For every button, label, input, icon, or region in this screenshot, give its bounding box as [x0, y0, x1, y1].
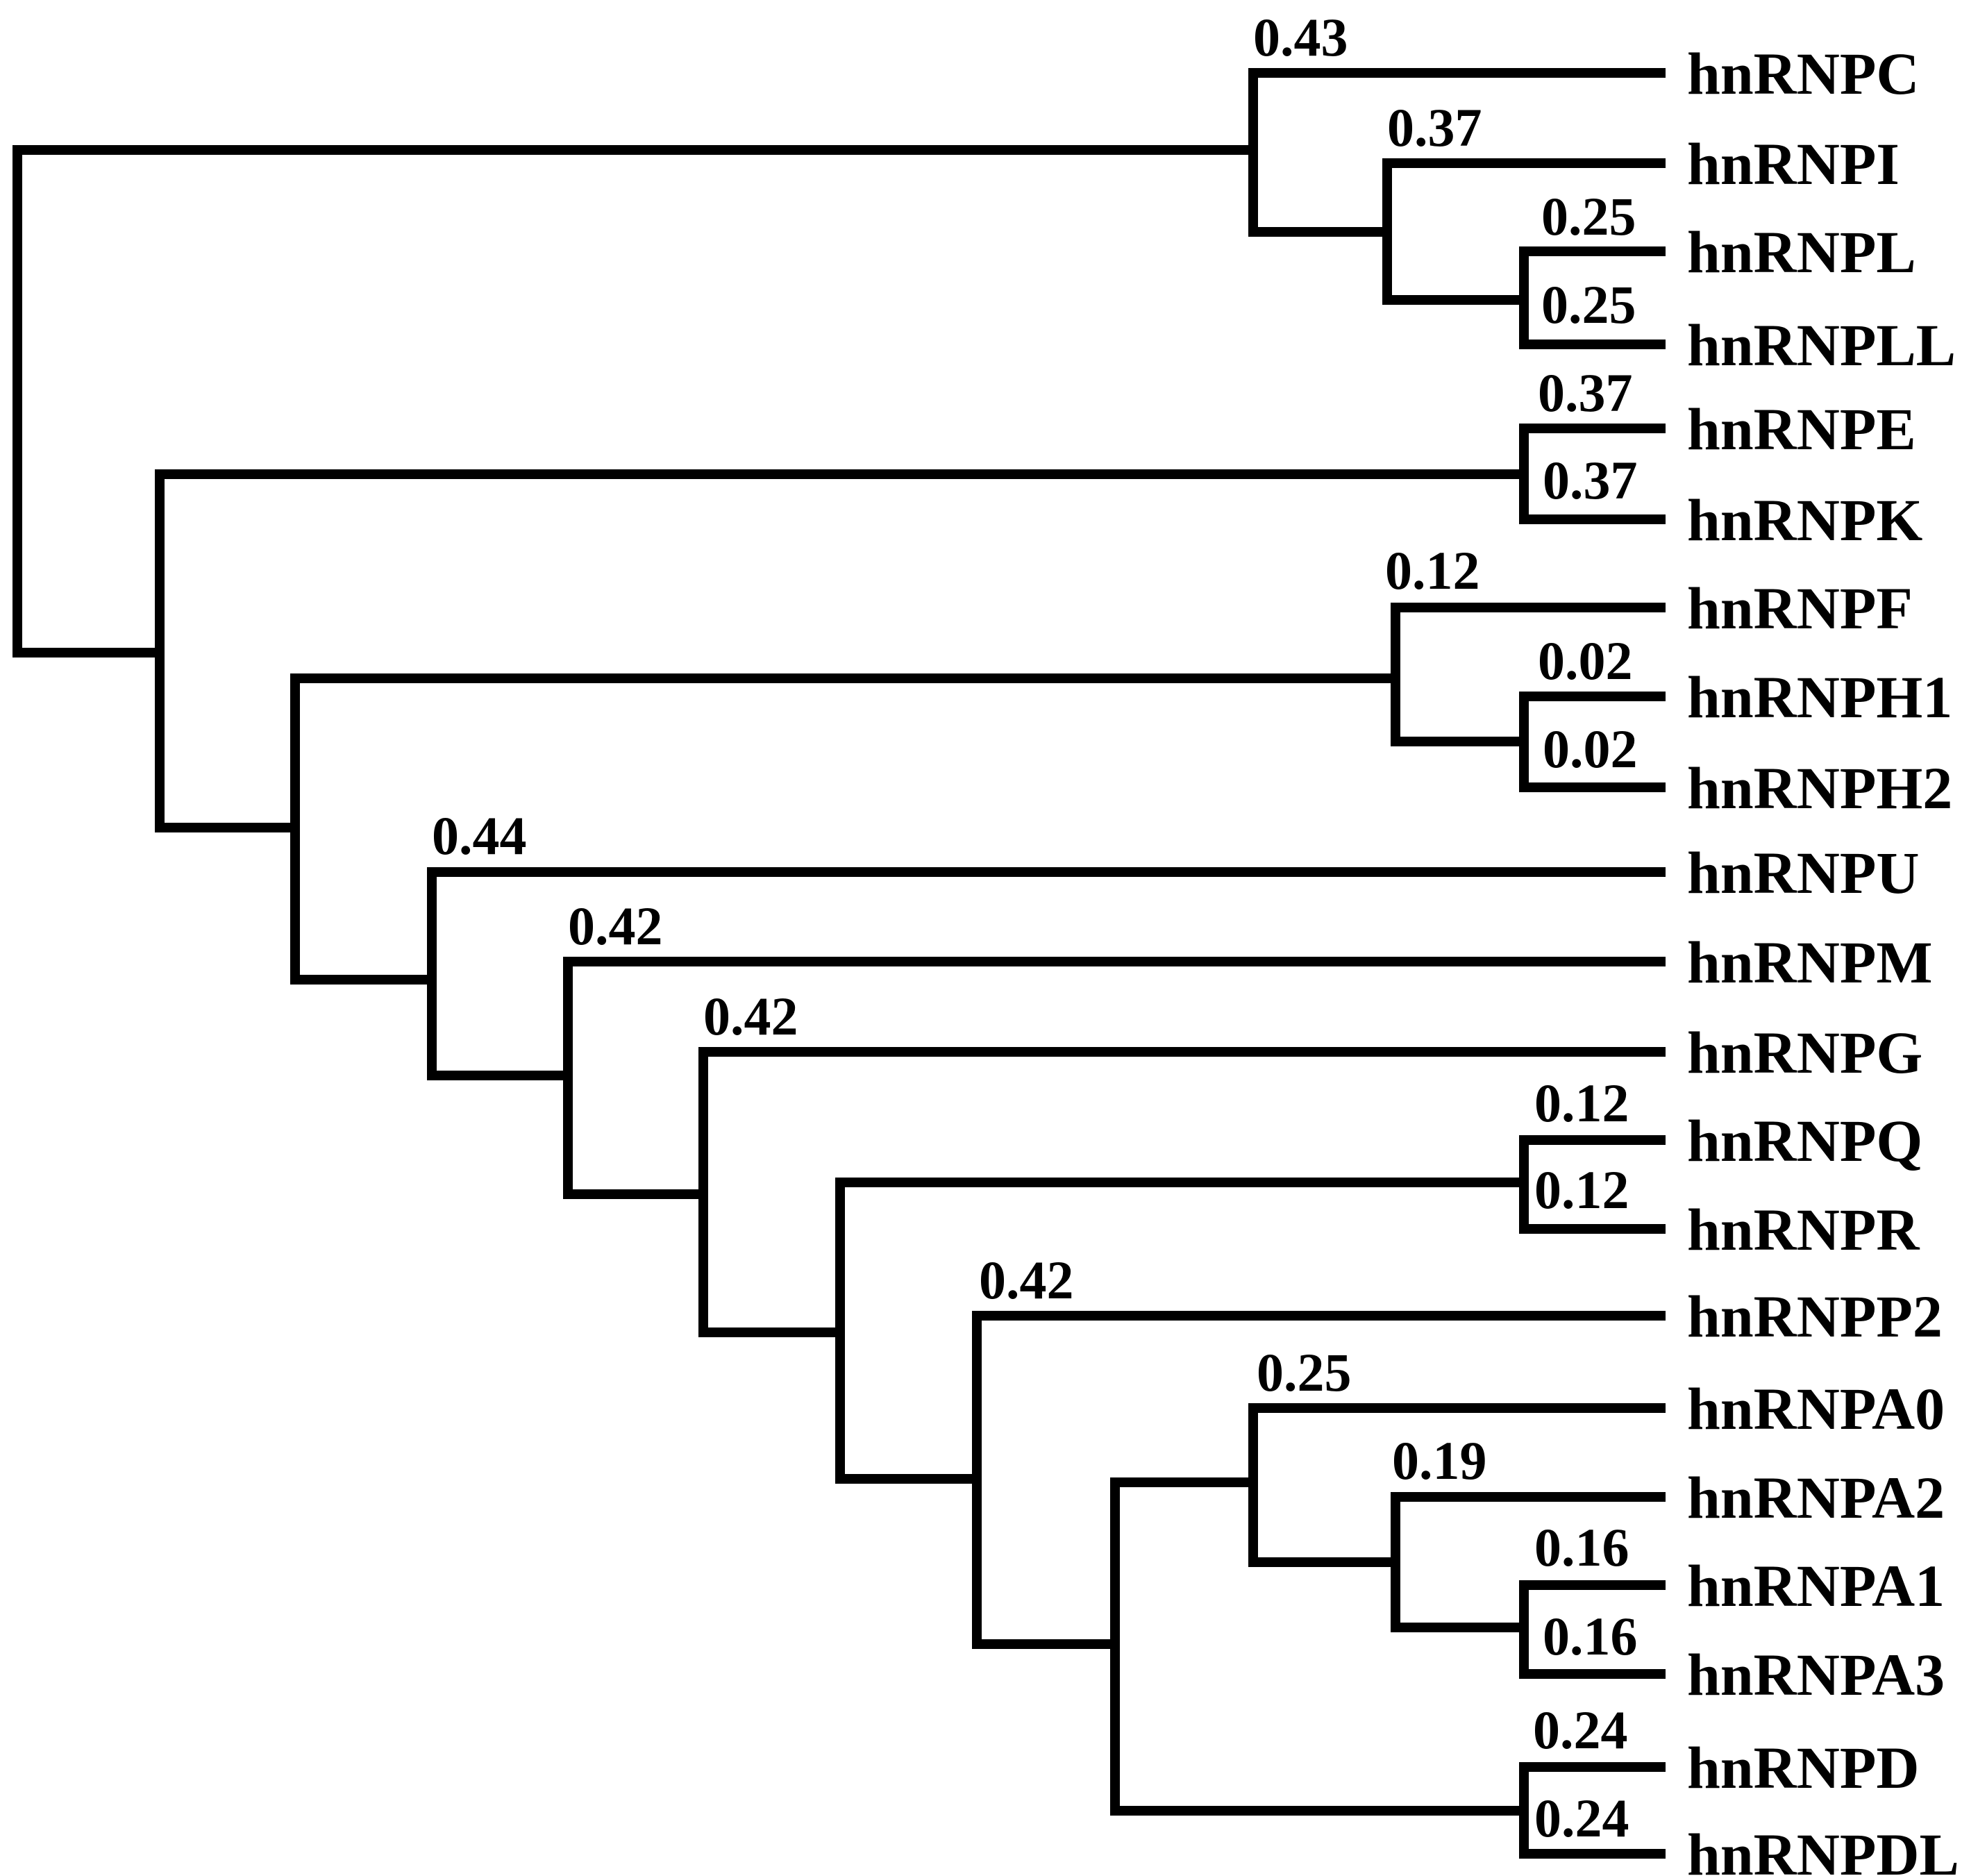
- distance-label: 0.44: [432, 805, 527, 866]
- leaf-label-hnrnpll: hnRNPLL: [1687, 312, 1956, 378]
- distance-label: 0.24: [1533, 1700, 1628, 1760]
- leaf-label-hnrnpa0: hnRNPA0: [1687, 1375, 1945, 1442]
- distance-label: 0.42: [979, 1250, 1074, 1310]
- distance-label: 0.19: [1392, 1430, 1487, 1491]
- distance-label: 0.02: [1543, 719, 1638, 779]
- distance-label: 0.25: [1541, 274, 1636, 335]
- leaf-label-hnrnpp2: hnRNPP2: [1687, 1283, 1943, 1350]
- leaf-label-hnrnpd: hnRNPD: [1687, 1734, 1920, 1801]
- leaf-label-hnrnpl: hnRNPL: [1687, 219, 1916, 285]
- branch-d-dl: [1110, 1477, 1666, 1859]
- branch-i-l-ll: [1382, 158, 1666, 349]
- leaf-label-hnrnpq: hnRNPQ: [1687, 1107, 1922, 1174]
- branch-u: [427, 867, 1666, 1080]
- leaf-label-hnrnpg: hnRNPG: [1687, 1019, 1922, 1086]
- distance-label: 0.16: [1543, 1606, 1638, 1666]
- leaf-label-hnrnpr: hnRNPR: [1687, 1196, 1920, 1263]
- branch-a: [1110, 1403, 1666, 1679]
- distance-label: 0.42: [703, 986, 798, 1046]
- branch-m: [563, 957, 1666, 1199]
- leaf-labels: hnRNPC hnRNPI hnRNPL hnRNPLL hnRNPE hnRNPK hnR…: [1687, 40, 1959, 1876]
- leaf-label-hnrnpa1: hnRNPA1: [1687, 1552, 1945, 1619]
- distance-label: 0.42: [568, 896, 663, 956]
- distance-label: 0.12: [1534, 1073, 1629, 1133]
- leaf-label-hnrnpf: hnRNPF: [1687, 575, 1913, 642]
- distance-label: 0.02: [1538, 630, 1633, 691]
- distance-label: 0.25: [1257, 1342, 1352, 1402]
- distance-label: 0.24: [1534, 1788, 1629, 1848]
- distance-label: 0.12: [1385, 540, 1480, 601]
- leaf-label-hnrnpc: hnRNPC: [1687, 40, 1920, 107]
- leaf-label-hnrnph2: hnRNPH2: [1687, 755, 1952, 821]
- branch-p2: [972, 1311, 1666, 1649]
- leaf-label-hnrnpm: hnRNPM: [1687, 929, 1933, 996]
- distance-label: 0.16: [1534, 1517, 1629, 1577]
- leaf-label-hnrnph1: hnRNPH1: [1687, 664, 1952, 730]
- branch-root: [12, 68, 1666, 658]
- branch-g: [698, 1047, 1666, 1337]
- leaf-label-hnrnpa3: hnRNPA3: [1687, 1641, 1945, 1708]
- distance-labels: 0.43 0.37 0.25 0.25 0.37 0.37 0.12 0.02 0.02 0.44…: [432, 7, 1638, 1848]
- distance-label: 0.37: [1543, 450, 1638, 510]
- leaf-label-hnrnpa2: hnRNPA2: [1687, 1464, 1945, 1531]
- leaf-label-hnrnpu: hnRNPU: [1687, 839, 1920, 906]
- leaf-label-hnrnpe: hnRNPE: [1687, 396, 1916, 462]
- distance-label: 0.12: [1534, 1159, 1629, 1220]
- distance-label: 0.25: [1541, 186, 1636, 246]
- branch-e-k: [155, 424, 1666, 832]
- distance-label: 0.43: [1253, 7, 1348, 67]
- leaf-label-hnrnpi: hnRNPI: [1687, 131, 1900, 197]
- leaf-label-hnrnpdl: hnRNPDL: [1687, 1821, 1959, 1876]
- distance-label: 0.37: [1538, 362, 1633, 423]
- branch-f-h: [290, 603, 1666, 985]
- distance-label: 0.37: [1387, 97, 1482, 158]
- leaf-label-hnrnpk: hnRNPK: [1687, 487, 1922, 553]
- branch-q-r: [835, 1135, 1666, 1484]
- branches: [12, 68, 1666, 1859]
